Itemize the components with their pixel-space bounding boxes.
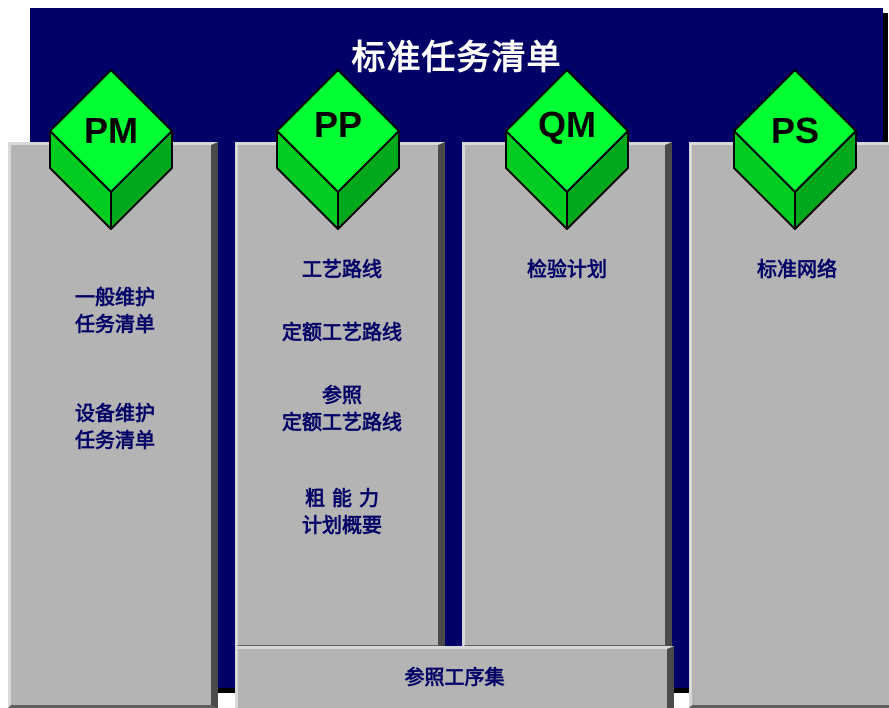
cube-ps-label: PS bbox=[770, 110, 820, 151]
pm-item-equipment-maintenance: 设备维护 任务清单 bbox=[75, 401, 155, 452]
column-pm bbox=[8, 142, 218, 708]
shared-reference-operation-set: 参照工序集 bbox=[404, 665, 505, 689]
shared-bar bbox=[235, 646, 674, 708]
cube-pm-label: PM bbox=[84, 110, 138, 151]
cube-pm-right bbox=[110, 130, 173, 230]
cube-qm-right bbox=[566, 130, 629, 230]
pp-item-rate-routing: 定额工艺路线 bbox=[282, 320, 402, 344]
cube-pp-right bbox=[337, 130, 400, 230]
pp-item-reference-rate-routing: 参照 定额工艺路线 bbox=[282, 383, 402, 434]
cube-pp bbox=[276, 69, 400, 230]
cube-qm-label: QM bbox=[538, 104, 596, 145]
pp-item-rough-cut-plan: 粗 能 力 计划概要 bbox=[302, 486, 382, 537]
cube-pm bbox=[49, 69, 173, 230]
pp-item-routing: 工艺路线 bbox=[302, 257, 382, 281]
cube-ps-right bbox=[794, 130, 857, 230]
cube-qm bbox=[505, 69, 629, 230]
diagram-title: 标准任务清单 bbox=[351, 38, 562, 78]
cube-pp-label: PP bbox=[313, 104, 363, 145]
ps-item-standard-network: 标准网络 bbox=[757, 257, 837, 281]
column-ps bbox=[689, 142, 889, 708]
pm-item-general-maintenance: 一般维护 任务清单 bbox=[75, 285, 155, 336]
qm-item-inspection-plan: 检验计划 bbox=[527, 257, 607, 281]
cube-ps bbox=[733, 69, 857, 230]
